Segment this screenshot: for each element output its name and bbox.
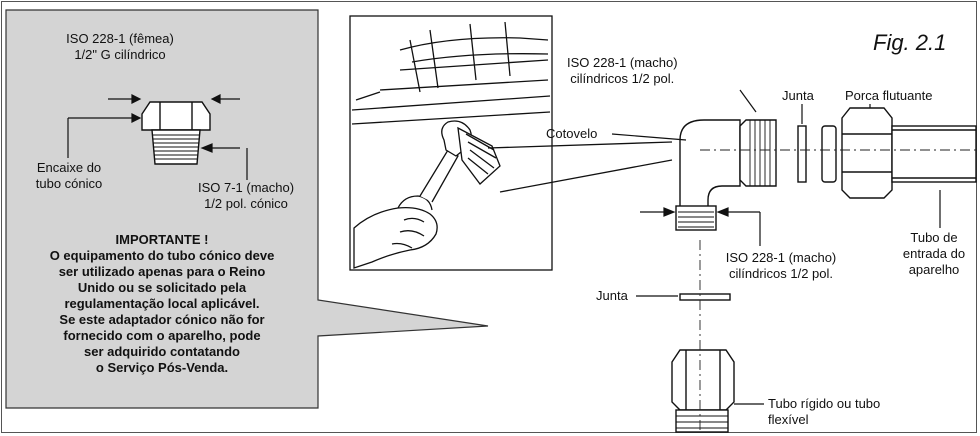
tapered-socket-label-line2: tubo cónico xyxy=(35,176,103,191)
iso-male-top-label: ISO 228-1 (macho) cilíndricos 1/2 pol. xyxy=(567,55,678,87)
iso-female-label: ISO 228-1 (fêmea) 1/2" G cilíndrico xyxy=(40,31,200,63)
iso-female-label-line1: ISO 228-1 (fêmea) xyxy=(66,31,174,46)
iso-female-label-line2: 1/2" G cilíndrico xyxy=(74,47,166,62)
iso-7-label-line1: ISO 7-1 (macho) xyxy=(197,180,295,195)
gasket-bottom-label: Junta xyxy=(596,288,628,303)
important-line: o Serviço Pós-Venda. xyxy=(95,360,229,375)
important-line: ser adquirido contatando xyxy=(83,344,240,359)
right-leader-lines xyxy=(611,89,941,405)
tapered-socket-label-line1: Encaixe do xyxy=(36,160,102,175)
tapered-socket-label: Encaixe do tubo cónico xyxy=(14,160,124,192)
inlet-pipe-label-line3: aparelho xyxy=(908,262,960,277)
important-line: Se este adaptador cónico não for xyxy=(59,312,265,327)
iso-male-top-label-line1: ISO 228-1 (macho) xyxy=(567,55,678,70)
iso-male-top-label-line2: cilíndricos 1/2 pol. xyxy=(570,71,675,86)
note-panel xyxy=(5,9,489,409)
rigid-pipe-label-line1: Tubo rígido ou tubo xyxy=(768,396,881,411)
cooktop-illustration xyxy=(349,15,673,271)
important-note: IMPORTANTE ! O equipamento do tubo cónic… xyxy=(6,232,318,376)
inlet-pipe-label-line1: Tubo de xyxy=(910,230,958,245)
iso-7-label: ISO 7-1 (macho) 1/2 pol. cónico xyxy=(176,180,316,212)
important-line: O equipamento do tubo cónico deve xyxy=(49,248,275,263)
left-leader-lines xyxy=(67,94,248,180)
important-line: fornecido com o aparelho, pode xyxy=(63,328,261,343)
elbow-label: Cotovelo xyxy=(546,126,598,141)
important-line: ser utilizado apenas para o Reino xyxy=(58,264,266,279)
iso-7-label-line2: 1/2 pol. cónico xyxy=(204,196,288,211)
iso-male-bottom-label-line1: ISO 228-1 (macho) xyxy=(725,250,837,265)
floating-nut-label: Porca flutuante xyxy=(845,88,933,103)
figure-label: Fig. 2.1 xyxy=(873,30,947,55)
gasket-top-label: Junta xyxy=(782,88,814,103)
inlet-pipe-label-line2: entrada do xyxy=(902,246,966,261)
iso-male-bottom-label: ISO 228-1 (macho) cilíndricos 1/2 pol. xyxy=(706,250,856,282)
inlet-pipe-label: Tubo de entrada do aparelho xyxy=(892,230,976,278)
centerlines xyxy=(699,149,976,430)
tapered-adapter-drawing xyxy=(141,101,211,165)
rigid-pipe-label-line2: flexível xyxy=(768,412,809,427)
iso-male-bottom-label-line2: cilíndricos 1/2 pol. xyxy=(728,266,834,281)
important-title: IMPORTANTE ! xyxy=(115,232,209,247)
rigid-pipe-label: Tubo rígido ou tubo flexível xyxy=(768,396,880,428)
elbow-assembly xyxy=(671,107,977,433)
important-line: Unido ou se solicitado pela xyxy=(77,280,247,295)
important-line: regulamentação local aplicável. xyxy=(64,296,260,311)
